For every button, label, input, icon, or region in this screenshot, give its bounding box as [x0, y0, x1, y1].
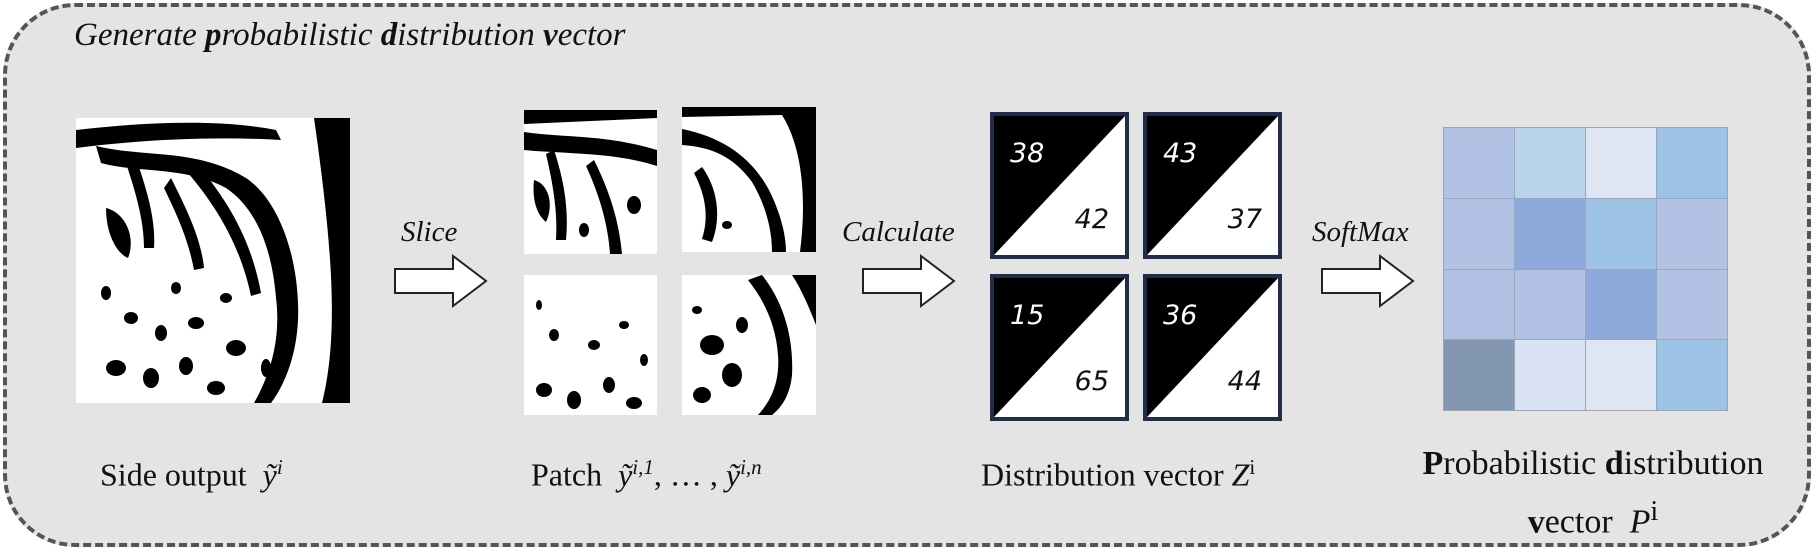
tile-3-black-value: 15: [1010, 300, 1045, 331]
side-output-image: [76, 118, 350, 403]
diagram-title: Generate probabilistic distribution vect…: [74, 17, 626, 53]
distribution-tile-4: 36 44: [1143, 274, 1282, 421]
grid-cell-1-1: [1444, 128, 1514, 198]
grid-cell-1-2: [1515, 128, 1585, 198]
distribution-tile-2: 43 37: [1143, 112, 1282, 259]
grid-cell-1-4: [1657, 128, 1727, 198]
grid-cell-1-3: [1586, 128, 1656, 198]
grid-cell-2-2: [1515, 198, 1585, 269]
tile-1-black-value: 38: [1010, 138, 1045, 169]
grid-cell-4-2: [1515, 340, 1585, 410]
probabilistic-caption: Probabilistic distribution vector Pi: [1422, 445, 1764, 541]
grid-cell-4-3: [1586, 340, 1656, 410]
patch-image-3: [524, 275, 657, 415]
tile-2-white-value: 37: [1227, 204, 1262, 235]
patch-image-4: [682, 275, 816, 415]
slice-arrow: [393, 253, 489, 314]
grid-cell-2-4: [1657, 198, 1727, 269]
tile-4-white-value: 44: [1227, 366, 1262, 397]
side-output-caption: Side output ỹi: [100, 455, 283, 493]
softmax-label: SoftMax: [1312, 216, 1409, 248]
patch-caption: Patch ỹi,1, … , ỹi,n: [531, 455, 762, 493]
tile-2-black-value: 43: [1163, 138, 1198, 169]
grid-cell-4-4: [1657, 340, 1727, 410]
grid-cell-3-2: [1515, 269, 1585, 340]
grid-cell-3-4: [1657, 269, 1727, 340]
calculate-label: Calculate: [842, 216, 955, 248]
distribution-caption: Distribution vector Zi: [981, 455, 1256, 493]
tile-1-white-value: 42: [1074, 204, 1109, 235]
distribution-tile-3: 15 65: [990, 274, 1129, 421]
patch-image-2: [682, 107, 816, 252]
tile-4-black-value: 36: [1163, 300, 1198, 331]
calculate-arrow: [861, 253, 957, 314]
tile-3-white-value: 65: [1074, 366, 1109, 397]
slice-label: Slice: [401, 216, 458, 248]
grid-cell-3-3: [1586, 269, 1656, 340]
probability-grid: [1443, 127, 1728, 411]
grid-cell-2-1: [1444, 198, 1514, 269]
grid-cell-4-1: [1444, 340, 1514, 410]
distribution-tile-1: 38 42: [990, 112, 1129, 259]
patch-image-1: [524, 110, 657, 254]
grid-cell-2-3: [1586, 198, 1656, 269]
grid-cell-3-1: [1444, 269, 1514, 340]
softmax-arrow: [1320, 253, 1416, 314]
